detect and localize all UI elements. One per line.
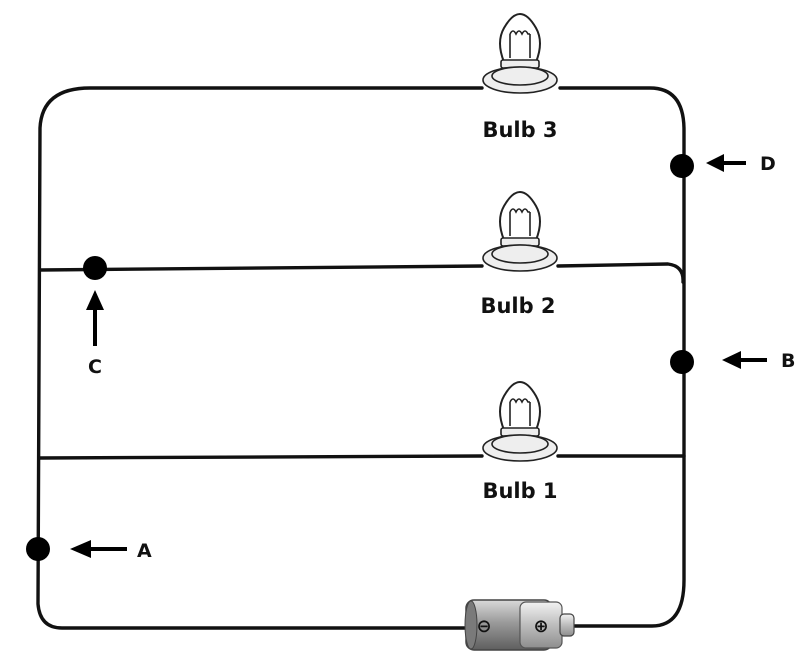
pointer-c: C	[86, 290, 104, 378]
point-d-label: D	[760, 153, 776, 175]
bulb-1-label: Bulb 1	[482, 479, 557, 503]
junction-point-c	[83, 256, 107, 280]
battery-positive-symbol: ⊕	[533, 616, 548, 637]
pointer-d: D	[706, 153, 776, 175]
pointer-a: A	[70, 540, 152, 562]
light-bulb-icon	[482, 12, 558, 94]
wire-branch-bulb2	[38, 262, 685, 284]
bulb-3: Bulb 3	[482, 12, 558, 142]
wire-outer-loop	[36, 86, 686, 630]
light-bulb-icon	[482, 380, 558, 462]
battery-icon	[464, 599, 575, 651]
bulb-2-label: Bulb 2	[480, 294, 555, 318]
point-c-label: C	[88, 356, 102, 378]
battery-negative-symbol: ⊖	[476, 616, 491, 637]
junction-point-a	[26, 537, 50, 561]
bulb-3-label: Bulb 3	[482, 118, 557, 142]
junction-point-d	[670, 154, 694, 178]
point-a-label: A	[137, 540, 152, 562]
junction-point-b	[670, 350, 694, 374]
bulb-2: Bulb 2	[480, 190, 558, 318]
light-bulb-icon	[482, 190, 558, 272]
bulb-1: Bulb 1	[482, 380, 558, 503]
battery: ⊖ ⊕	[464, 599, 575, 651]
point-b-label: B	[781, 350, 795, 372]
pointer-b: B	[722, 350, 795, 372]
wire-branch-bulb1	[38, 454, 686, 460]
